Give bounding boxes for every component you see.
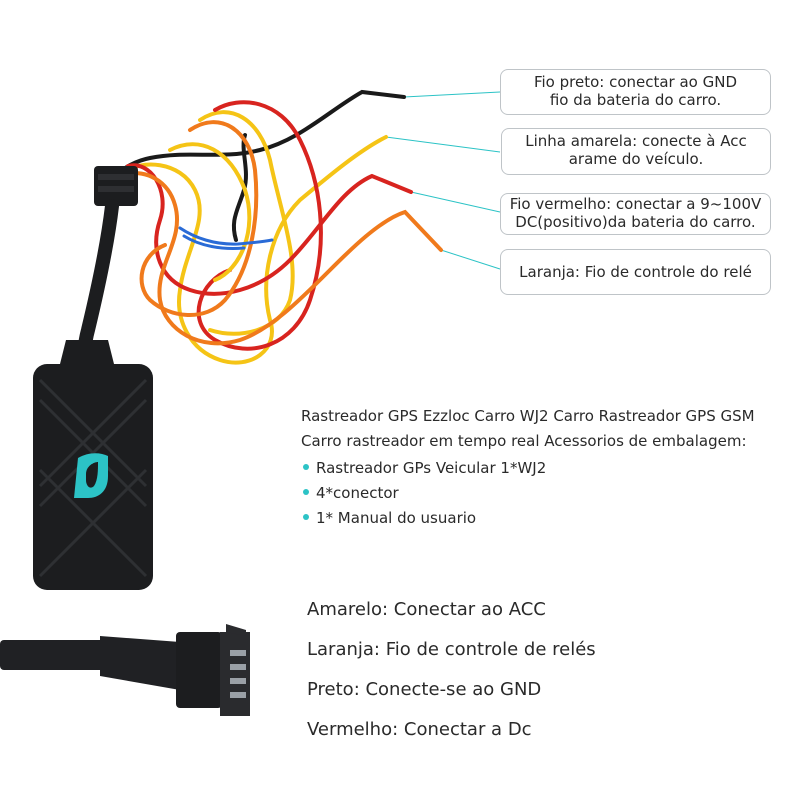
lower-cable-taper [100,636,180,690]
wire-bundle [108,89,443,365]
lower-connector-pins [230,650,246,698]
callout-orange-wire: Laranja: Fio de controle do relé [500,249,771,295]
callout-orange-wire-line1: Laranja: Fio de controle do relé [519,263,752,281]
device-logo-icon [74,453,108,498]
list-item-text: 4*conector [316,484,399,502]
lower-cable [0,640,120,670]
callout-red-wire-line1: Fio vermelho: conectar a 9~100V [509,195,762,213]
legend-item-red: Vermelho: Conectar a Dc [307,719,532,740]
leader-line-black [403,91,501,98]
upper-connector [94,166,138,206]
lower-connector-latch [226,624,246,636]
bullet-icon [303,463,309,470]
lower-connector-body [176,632,222,708]
list-item-text: 1* Manual do usuario [316,509,477,527]
wire-orange-2 [139,120,259,317]
blue-twist-tie [178,226,274,250]
device-pattern [38,378,148,578]
wire-red [126,163,413,296]
callout-yellow-wire-line1: Linha amarela: conecte à Acc [525,132,747,150]
wire-yellow [123,135,388,365]
callout-red-wire: Fio vermelho: conectar a 9~100V DC(posit… [500,193,771,235]
wire-yellow-3 [168,142,252,282]
legend-item-yellow: Amarelo: Conectar ao ACC [307,599,546,620]
callout-black-wire-line1: Fio preto: conectar ao GND [533,73,738,91]
wire-orange [126,171,443,346]
bullet-icon [303,513,309,520]
callout-leader-lines [385,91,501,270]
list-item: 4*conector [303,481,546,506]
lower-connector [0,624,250,716]
lower-connector-head [220,632,250,716]
leader-line-yellow [385,136,501,153]
callout-black-wire-line2: fio da bateria do carro. [549,91,722,109]
list-item: 1* Manual do usuario [303,506,546,531]
leader-line-orange [440,249,501,270]
callout-red-wire-line2: DC(positivo)da bateria do carro. [515,213,756,231]
package-contents-list: Rastreador GPs Veicular 1*WJ2 4*conector… [303,456,546,531]
callout-yellow-wire-line2: arame do veículo. [568,150,704,168]
connector-wire-legend: Amarelo: Conectar ao ACC Laranja: Fio de… [307,590,596,750]
wire-red-2 [196,100,323,351]
callout-yellow-wire: Linha amarela: conecte à Acc arame do ve… [501,128,771,175]
bullet-icon [303,488,309,495]
legend-item-black: Preto: Conecte-se ao GND [307,679,542,700]
upper-connector-ridge [98,174,134,180]
legend-item-orange: Laranja: Fio de controle de relés [307,639,596,660]
list-item-text: Rastreador GPs Veicular 1*WJ2 [316,459,547,477]
product-title-line1: Rastreador GPS Ezzloc Carro WJ2 Carro Ra… [301,407,755,425]
product-title-line2: Carro rastreador em tempo real Acessorio… [301,432,747,450]
callout-black-wire: Fio preto: conectar ao GND fio da bateri… [500,69,771,115]
leader-line-red [410,191,501,213]
upper-connector-ridge-2 [98,186,134,192]
gps-device [33,340,153,590]
list-item: Rastreador GPs Veicular 1*WJ2 [303,456,546,481]
